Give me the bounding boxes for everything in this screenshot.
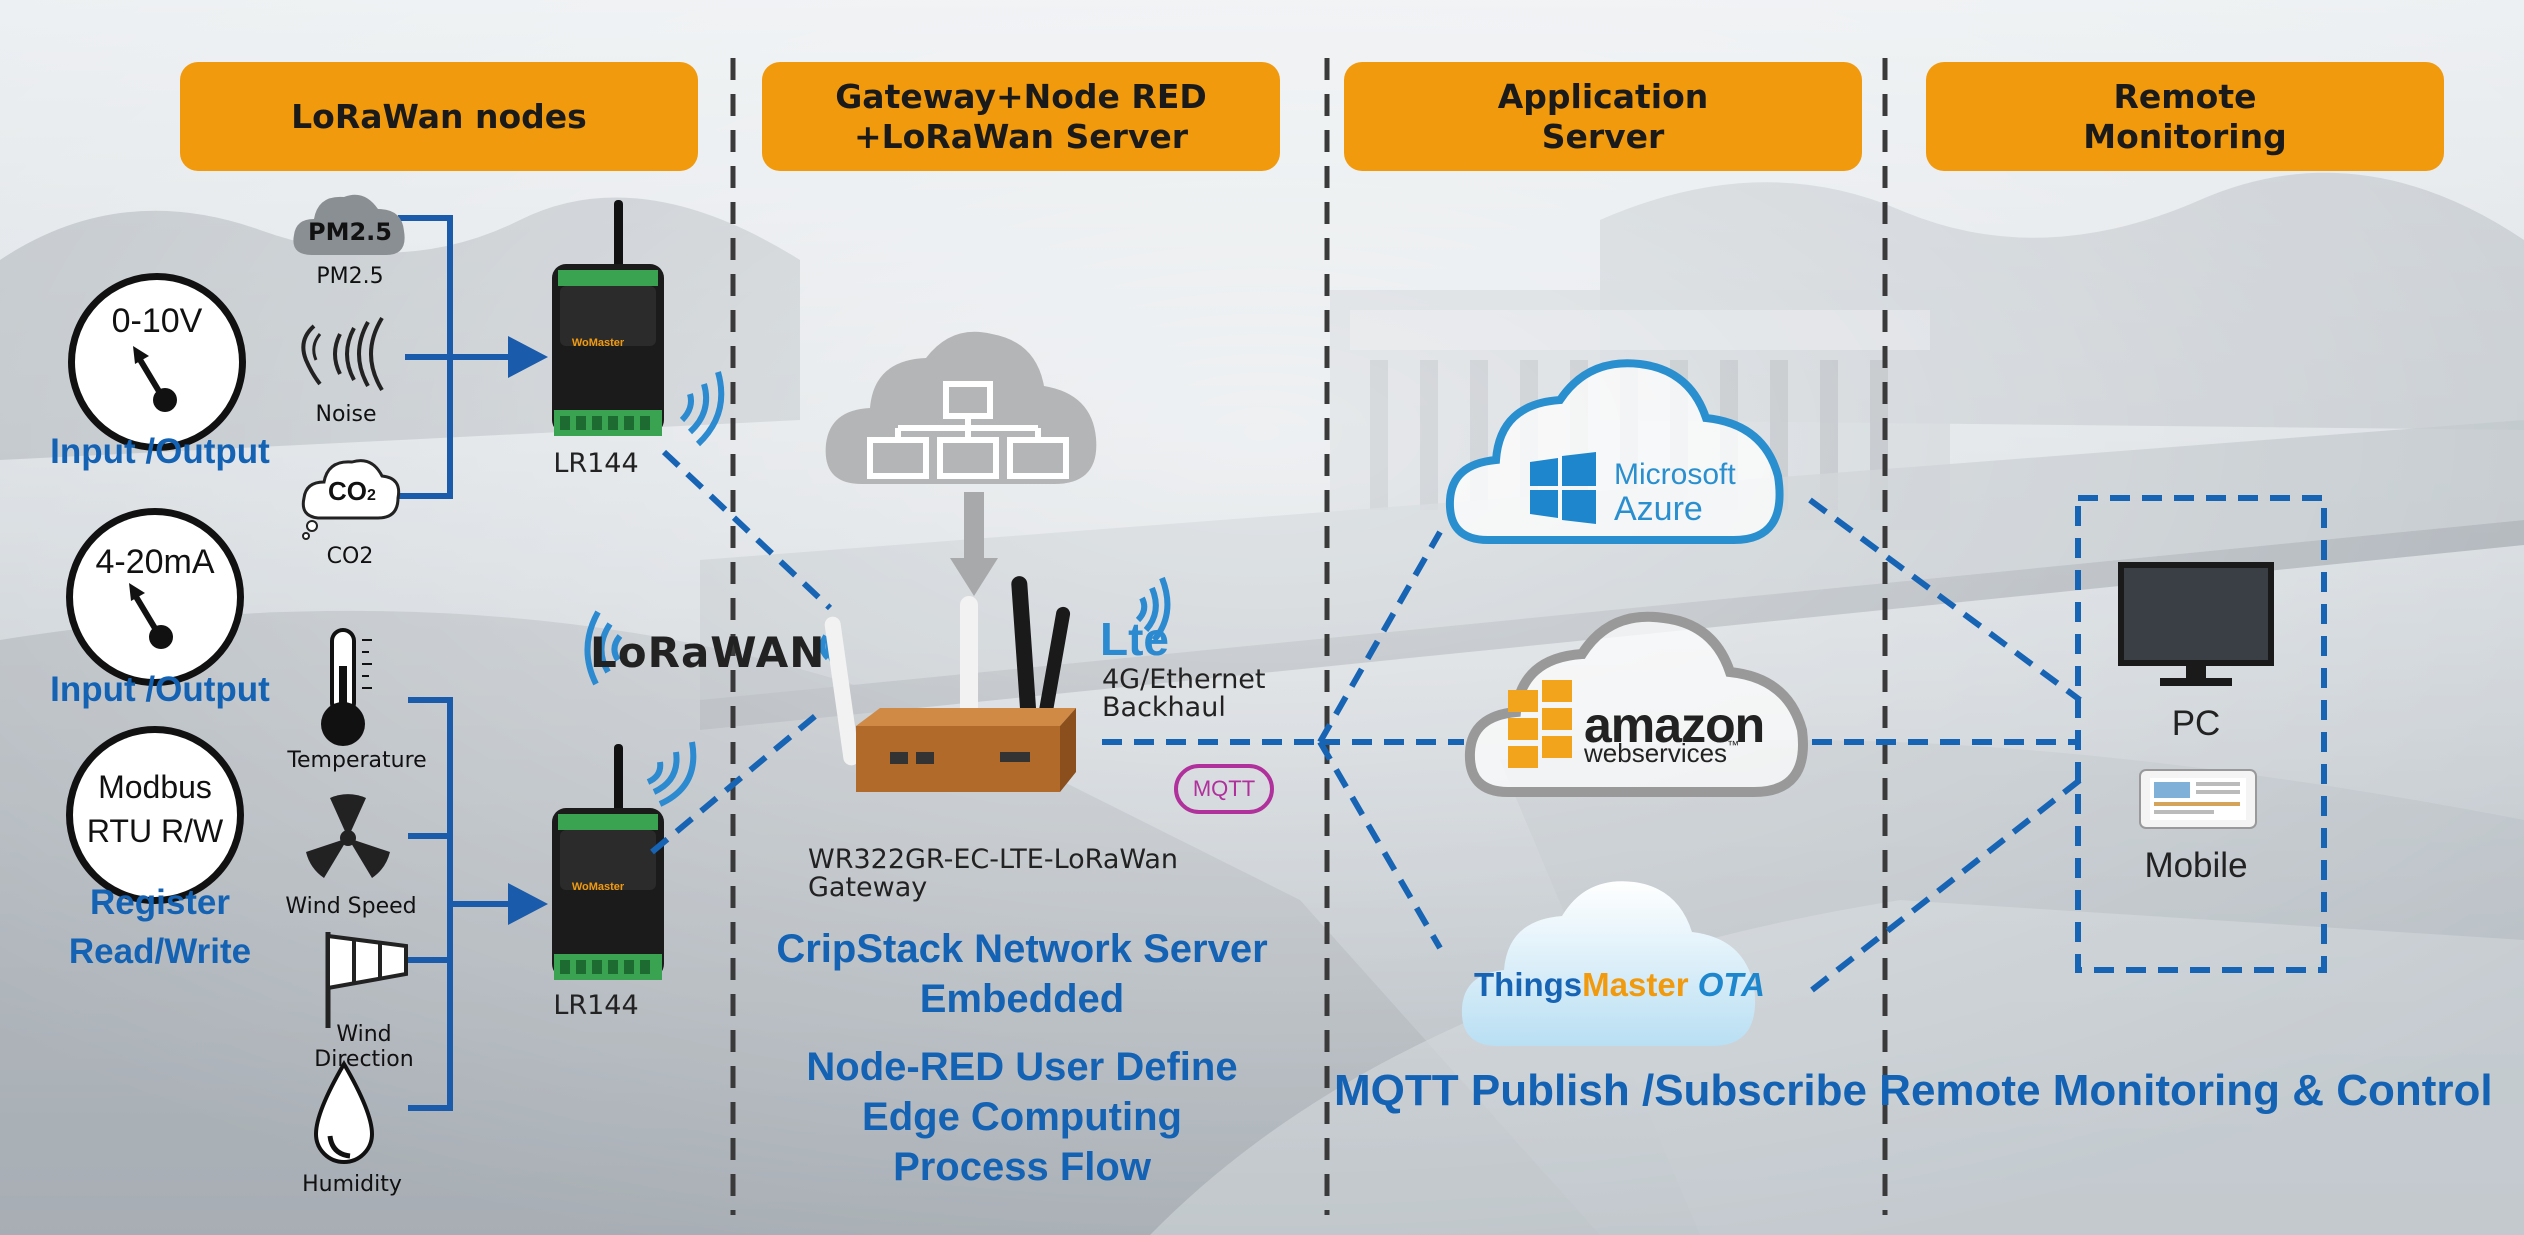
thingsmaster-logo: ThingsMaster OTA — [1474, 966, 1765, 1004]
noise-label: Noise — [315, 402, 377, 427]
lr144-node-device: WoMaster — [552, 744, 664, 980]
co2-badge-text: CO — [328, 476, 367, 506]
pc-monitor-icon — [2118, 562, 2274, 686]
thingsmaster-part1: Things — [1474, 966, 1583, 1003]
gauge-needle-icon — [129, 583, 173, 649]
co2-cloud-icon — [301, 459, 401, 540]
cripstack-line1: CripStack Network Server — [776, 927, 1268, 971]
thingsmaster-part2: Master — [1582, 966, 1689, 1003]
co2-label: CO2 — [326, 544, 374, 569]
gauge-modbus-caption: Register Read/Write — [40, 878, 280, 976]
humidity-label: Humidity — [302, 1172, 402, 1197]
nodered-line3: Process Flow — [893, 1145, 1151, 1189]
nodered-line2: Edge Computing — [862, 1095, 1182, 1139]
azure-label: Microsoft Azure — [1614, 458, 1736, 526]
azure-line2: Azure — [1614, 490, 1703, 528]
gateway-router-device — [824, 576, 1076, 792]
azure-cloud-icon — [1445, 359, 1784, 544]
backhaul-line2: Backhaul — [1102, 692, 1226, 723]
humidity-drop-icon — [313, 1060, 375, 1164]
lorawan-logo-text: LoRaWAN — [590, 628, 826, 677]
mobile-label: Mobile — [2144, 846, 2248, 885]
lr144-node-device: WoMaster — [552, 200, 664, 436]
gauge-modbus-caption-line1: Register — [89, 883, 231, 922]
pm25-badge-text: PM2.5 — [308, 218, 392, 246]
gauge-modbus-line1: Modbus — [98, 769, 212, 805]
pc-label: PC — [2171, 704, 2221, 743]
banner-application-server: Application Server — [1344, 62, 1862, 171]
gauge-modbus-caption-line2: Read/Write — [68, 932, 252, 971]
gateway-label-line1: WR322GR-EC-LTE-LoRaWan — [808, 844, 1179, 875]
thingsmaster-cloud-icon — [1461, 881, 1756, 1046]
lte-logo-text: Lte — [1100, 613, 1169, 665]
gauge-4-20ma-text: 4-20mA — [95, 543, 215, 581]
wind-direction-icon — [325, 932, 408, 1028]
banner-lorawan-nodes: LoRaWan nodes — [180, 62, 698, 171]
banner-remote-monitoring: Remote Monitoring — [1926, 62, 2444, 171]
nodered-feature: Node-RED User Define Edge Computing Proc… — [752, 1042, 1292, 1192]
gateway-label: WR322GR-EC-LTE-LoRaWan Gateway — [808, 846, 1178, 902]
lr144-label-2: LR144 — [553, 990, 639, 1021]
network-cloud-icon — [825, 331, 1097, 484]
down-arrow-icon — [950, 492, 998, 596]
co2-badge-sub: 2 — [367, 487, 376, 504]
backhaul-line1: 4G/Ethernet — [1102, 664, 1266, 695]
banner-lorawan-nodes-text: LoRaWan nodes — [291, 96, 587, 136]
cripstack-feature: CripStack Network Server Embedded — [752, 924, 1292, 1024]
banner-gateway: Gateway+Node RED +LoRaWan Server — [762, 62, 1280, 171]
wind-speed-icon — [306, 794, 390, 878]
gateway-label-line2: Gateway — [808, 872, 928, 903]
mqtt-badge-text: MQTT — [1192, 776, 1256, 801]
banner-gateway-line1: Gateway+Node RED — [835, 76, 1207, 116]
wind-speed-label: Wind Speed — [285, 894, 417, 919]
co2-badge: CO2 — [328, 476, 376, 507]
wind-direction-label: Wind Direction — [314, 1022, 414, 1072]
banner-remote-line2: Monitoring — [2083, 116, 2287, 156]
banner-app-line2: Server — [1541, 116, 1665, 156]
aws-sub-line: webservices — [1584, 738, 1728, 768]
pm25-cloud-icon — [293, 194, 405, 255]
aws-logo-text: amazon — [1584, 697, 1765, 753]
nodered-line1: Node-RED User Define — [806, 1045, 1238, 1089]
aws-cloud-icon — [1464, 611, 1808, 797]
gauge-0-10v: 0-10V — [68, 273, 246, 451]
azure-line1: Microsoft — [1614, 458, 1736, 491]
gauge-needle-icon — [133, 346, 177, 412]
node-brand-text: WoMaster — [572, 881, 625, 893]
mobile-tablet-icon — [2139, 769, 2257, 829]
pm25-label: PM2.5 — [316, 264, 384, 289]
backhaul-label: 4G/Ethernet Backhaul — [1102, 666, 1266, 722]
mqtt-badge: MQTT — [1174, 764, 1274, 814]
thermometer-icon — [321, 628, 372, 746]
banner-remote-line1: Remote — [2113, 76, 2257, 116]
banner-app-line1: Application — [1497, 76, 1709, 116]
gauge-modbus-line2: RTU R/W — [86, 813, 224, 849]
aws-sub-text: webservices™ — [1584, 738, 1739, 769]
gauge-4-20ma-caption: Input /Output — [50, 670, 270, 709]
gauge-0-10v-text: 0-10V — [111, 302, 203, 340]
lr144-label-1: LR144 — [553, 448, 639, 479]
ear-noise-icon — [301, 316, 384, 392]
aws-tm: ™ — [1727, 738, 1740, 752]
gauge-0-10v-caption: Input /Output — [50, 432, 270, 471]
banner-gateway-line2: +LoRaWan Server — [853, 116, 1189, 156]
node-brand-text: WoMaster — [572, 337, 625, 349]
mqtt-footer-title: MQTT Publish /Subscribe Remote Monitorin… — [1334, 1066, 2493, 1115]
cripstack-line2: Embedded — [919, 977, 1125, 1021]
temperature-label: Temperature — [287, 748, 427, 773]
thingsmaster-part3: OTA — [1688, 966, 1765, 1003]
gauge-modbus: Modbus RTU R/W — [66, 726, 244, 904]
gauge-4-20ma: 4-20mA — [66, 508, 244, 686]
